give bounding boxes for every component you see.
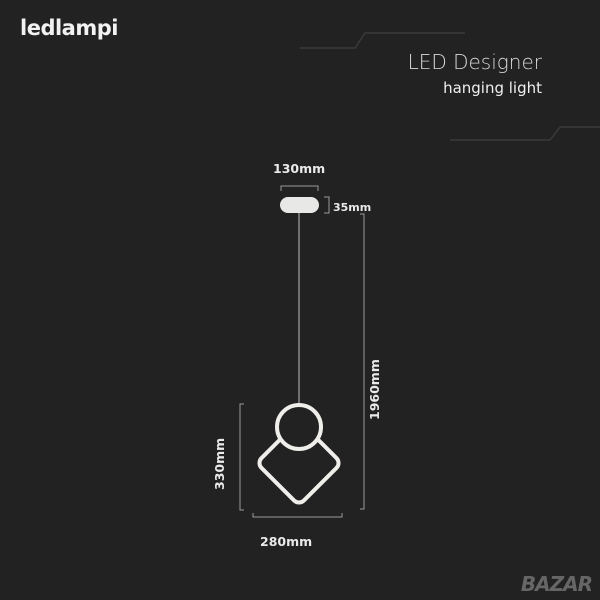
canopy-height-label: 35mm <box>333 201 372 214</box>
bracket-330 <box>239 403 244 511</box>
diamond-ring <box>257 421 341 505</box>
circle-ring <box>275 403 323 451</box>
total-height-label: 1960mm <box>367 359 382 420</box>
bracket-1960 <box>360 213 365 510</box>
watermark-logo: BAZAR <box>520 572 593 596</box>
lamp-height-label: 330mm <box>212 437 227 490</box>
brand-logo: ledlampi <box>20 16 118 40</box>
bracket-130 <box>280 185 319 191</box>
bracket-35 <box>324 196 330 214</box>
lamp-width-label: 280mm <box>260 534 313 549</box>
canopy-diameter-label: 130mm <box>273 161 326 176</box>
bracket-280 <box>252 513 343 518</box>
ceiling-canopy <box>280 197 319 213</box>
product-title: LED Designer <box>407 50 542 74</box>
decor-lines <box>300 32 600 141</box>
dimension-brackets <box>239 185 365 518</box>
product-subtitle: hanging light <box>443 79 542 97</box>
